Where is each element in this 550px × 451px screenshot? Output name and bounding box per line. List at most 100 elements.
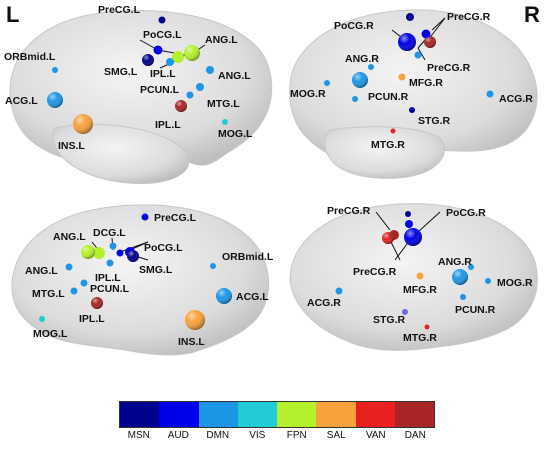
- label-smg-l: SMG.L: [104, 66, 138, 78]
- node-mtg-l-med: [70, 287, 78, 295]
- network-legend: MSN AUD DMN VIS FPN SAL VAN DAN: [119, 401, 435, 441]
- node-pcun-r-med: [460, 294, 466, 300]
- node-ang-l-fpn-med-2: [93, 247, 105, 259]
- legend-label-dmn: DMN: [206, 430, 230, 441]
- node-pocg-l-med-2: [116, 249, 124, 257]
- legend-labels: MSN AUD DMN VIS FPN SAL VAN DAN: [119, 430, 435, 441]
- node-mtg-r: [390, 128, 396, 134]
- legend-swatch-vis: [237, 402, 277, 427]
- nodes: [39, 213, 232, 330]
- label-mog-l: MOG.L: [218, 128, 253, 140]
- label-ang-l: ANG.L: [218, 70, 251, 82]
- label-pcun-l: PCUN.L: [140, 84, 180, 96]
- node-ang-l-fpn-2: [172, 51, 184, 63]
- label-precg-r: PreCG.R: [427, 62, 471, 74]
- label-dcg-l: DCG.L: [93, 227, 126, 239]
- nodes: [335, 211, 491, 330]
- legend-swatch-van: [355, 402, 395, 427]
- label-ang-r: ANG.R: [345, 53, 379, 65]
- legend-label-fpn: FPN: [286, 430, 307, 441]
- node-pocg-r-med-2: [405, 220, 413, 228]
- node-pcun-l-med: [80, 279, 88, 287]
- nodes: [324, 13, 494, 134]
- node-precg-l-med: [141, 213, 149, 221]
- right-hemisphere-label: R: [524, 2, 540, 27]
- label-orbmid-l-med: ORBmid.L: [222, 251, 274, 263]
- labels: PreCG.L PoCG.L ANG.L ORBmid.L SMG.L IPL.…: [4, 4, 253, 152]
- node-ipl-l: [166, 58, 174, 66]
- node-ang-l-med: [65, 263, 73, 271]
- label-mtg-l: MTG.L: [207, 98, 240, 110]
- label-stg-r: STG.R: [418, 115, 451, 127]
- legend-label-dan: DAN: [404, 430, 426, 441]
- panel-right-medial: PreCG.R PoCG.R PreCG.R ANG.R MFG.R MOG.R…: [307, 205, 533, 344]
- node-mog-l-med: [39, 316, 45, 322]
- node-mfg-r: [398, 73, 406, 81]
- label-precg-r-med-top: PreCG.R: [327, 205, 371, 217]
- left-hemisphere-label: L: [6, 2, 20, 27]
- node-orbmid-l: [52, 67, 58, 73]
- node-mog-r-med: [485, 278, 491, 284]
- node-mog-l: [222, 119, 228, 125]
- label-ins-l-med: INS.L: [178, 336, 205, 348]
- leader-lines: [375, 211, 441, 261]
- legend-label-aud: AUD: [167, 430, 189, 441]
- legend-label-vis: VIS: [249, 430, 266, 441]
- label-pcun-l-med: PCUN.L: [90, 283, 130, 295]
- label-ipl-l-dan: IPL.L: [155, 119, 181, 131]
- label-mtg-l-med: MTG.L: [32, 288, 65, 300]
- node-acg-r: [486, 90, 494, 98]
- brain-left-lateral-temporal: [52, 123, 190, 185]
- brain-right-medial: [289, 203, 538, 351]
- legend-swatch-aud: [159, 402, 199, 427]
- label-precg-r-top: PreCG.R: [447, 11, 491, 23]
- node-mtg-r-med: [424, 324, 430, 330]
- node-orbmid-l-med: [210, 263, 216, 269]
- legend-label-van: VAN: [365, 430, 386, 441]
- node-ang-r-med-small: [468, 264, 474, 270]
- node-ipl-l-med: [106, 259, 114, 267]
- legend-label-sal: SAL: [326, 430, 346, 441]
- node-ang-r-small: [368, 64, 374, 70]
- node-stg-r-med: [402, 309, 408, 315]
- node-ang-l: [206, 66, 214, 74]
- label-acg-l: ACG.L: [5, 95, 38, 107]
- legend-swatch-dan: [394, 402, 434, 427]
- label-ins-l: INS.L: [58, 140, 85, 152]
- label-pocg-l: PoCG.L: [143, 29, 182, 41]
- label-acg-r-med: ACG.R: [307, 297, 341, 309]
- label-orbmid-l: ORBmid.L: [4, 51, 56, 63]
- node-mog-r: [324, 80, 330, 86]
- brain-right-lateral-temporal: [324, 126, 445, 179]
- labels: PreCG.R PoCG.R ANG.R PreCG.R MFG.R MOG.R…: [290, 11, 533, 151]
- label-mfg-r-med: MFG.R: [403, 284, 437, 296]
- label-pcun-r-med: PCUN.R: [455, 304, 496, 316]
- label-precg-l: PreCG.L: [98, 4, 141, 16]
- label-ipl-l-dan-med: IPL.L: [79, 313, 105, 325]
- legend-swatch-msn: [120, 402, 160, 427]
- node-dcg-l: [109, 242, 117, 250]
- label-acg-r: ACG.R: [499, 93, 533, 105]
- node-mtg-l: [186, 91, 194, 99]
- brain-right-lateral: [289, 9, 538, 166]
- label-pcun-r: PCUN.R: [368, 91, 409, 103]
- panel-left-medial: PreCG.L DCG.L ANG.L PoCG.L ORBmid.L SMG.…: [25, 212, 274, 348]
- legend-color-bar: [119, 401, 435, 428]
- node-precg-r-med-top: [405, 211, 411, 217]
- labels: PreCG.L DCG.L ANG.L PoCG.L ORBmid.L SMG.…: [25, 212, 274, 348]
- node-precg-l: [158, 16, 166, 24]
- label-mog-r: MOG.R: [290, 88, 326, 100]
- label-ang-l-med: ANG.L: [25, 265, 58, 277]
- label-mtg-r: MTG.R: [371, 139, 405, 151]
- node-stg-r: [409, 107, 415, 113]
- label-precg-l-med: PreCG.L: [154, 212, 197, 224]
- label-ang-r-med: ANG.R: [438, 256, 472, 268]
- node-pcun-r: [352, 96, 358, 102]
- panel-right-lateral: PreCG.R PoCG.R ANG.R PreCG.R MFG.R MOG.R…: [290, 11, 533, 151]
- label-pocg-r: PoCG.R: [334, 20, 374, 32]
- legend-swatch-dmn: [198, 402, 238, 427]
- label-smg-l-med: SMG.L: [139, 264, 173, 276]
- label-acg-l-med: ACG.L: [236, 291, 269, 303]
- node-precg-r: [414, 51, 422, 59]
